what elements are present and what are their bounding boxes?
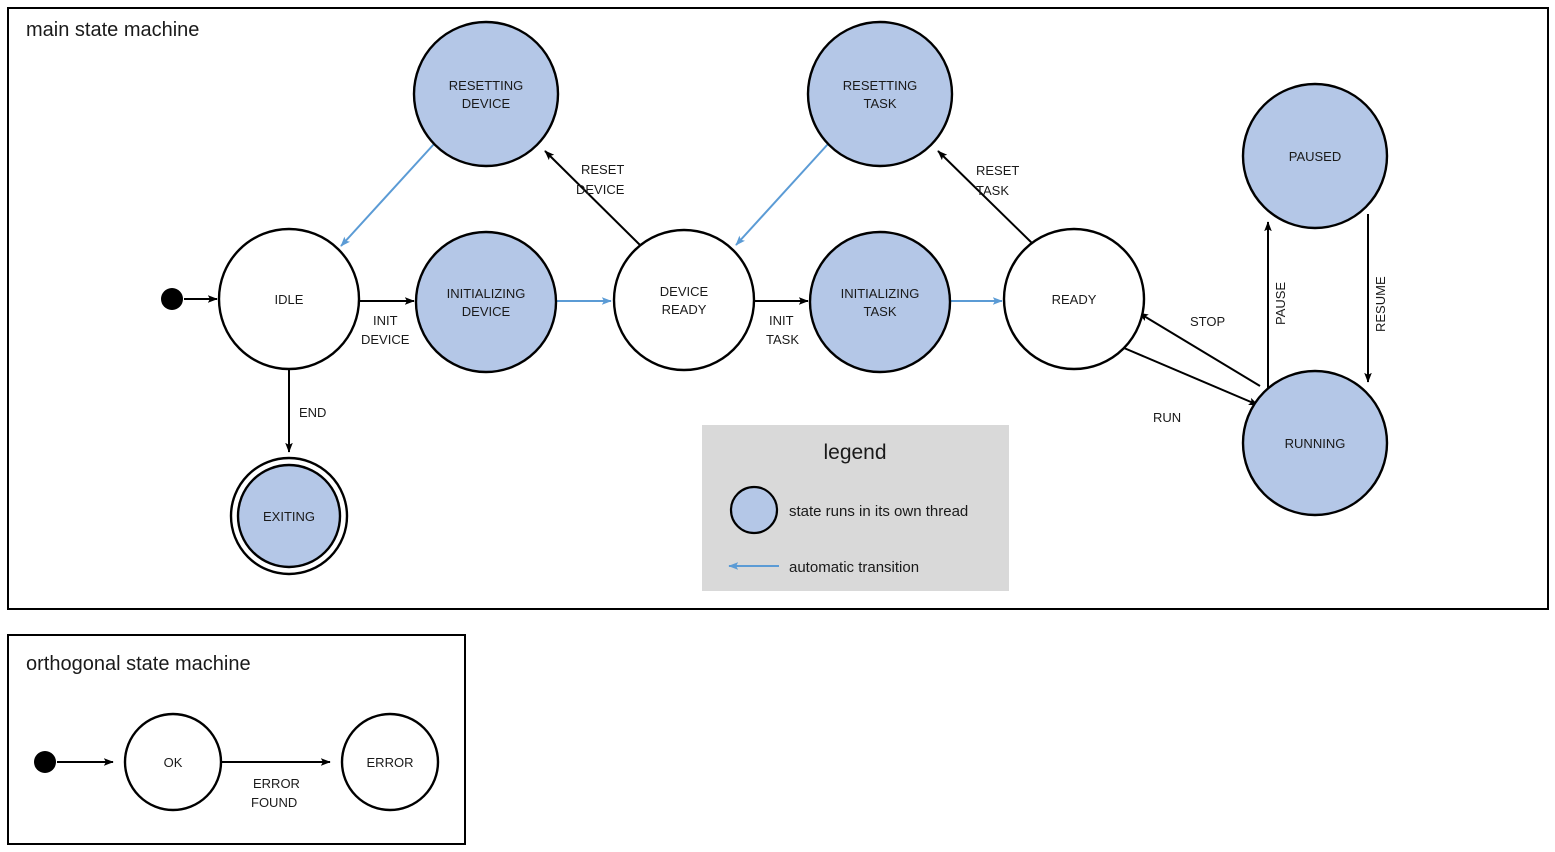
state-label-initializing-device-line2: DEVICE — [462, 304, 511, 319]
state-circle-error[interactable] — [340, 712, 440, 812]
legend-auto-transition-text: automatic transition — [789, 559, 919, 576]
state-label-resetting-device-line2: DEVICE — [462, 96, 511, 111]
state-node-initializing-task[interactable]: INITIALIZING TASK — [808, 230, 952, 374]
state-node-device-ready[interactable]: DEVICE READY — [612, 228, 756, 372]
edge-device-ready-to-resetting-device — [544, 150, 644, 249]
edge-label-init-task-line2: TASK — [766, 332, 799, 347]
state-circle-initializing-task[interactable] — [808, 230, 952, 374]
edge-ready-to-resetting-task — [937, 150, 1036, 247]
state-label-ready: READY — [1052, 292, 1097, 307]
edge-label-init-device-line1: INIT — [373, 313, 398, 328]
edge-label-resume: RESUME — [1373, 276, 1388, 332]
legend-thread-state-swatch-icon — [729, 485, 779, 535]
state-circle-device-ready[interactable] — [612, 228, 756, 372]
state-circle-idle[interactable] — [217, 227, 361, 371]
edge-label-reset-device-line2: DEVICE — [576, 182, 625, 197]
state-node-initializing-device[interactable]: INITIALIZING DEVICE — [414, 230, 558, 374]
edge-label-pause: PAUSE — [1273, 282, 1288, 325]
legend: legend state runs in its own thread auto… — [702, 425, 1009, 591]
edge-running-to-ready — [1138, 312, 1261, 387]
state-circle-ready[interactable] — [1002, 227, 1146, 371]
state-label-paused: PAUSED — [1289, 149, 1342, 164]
state-label-initializing-task-line1: INITIALIZING — [841, 286, 920, 301]
state-circle-running[interactable] — [1241, 369, 1389, 517]
edge-label-error-found-line1: ERROR — [253, 776, 300, 791]
edge-label-init-task-line1: INIT — [769, 313, 794, 328]
state-label-running: RUNNING — [1285, 436, 1346, 451]
state-label-error: ERROR — [367, 755, 414, 770]
state-label-device-ready-line2: READY — [662, 302, 707, 317]
state-label-initializing-device-line1: INITIALIZING — [447, 286, 526, 301]
orthogonal-initial-state-marker — [34, 751, 56, 773]
legend-title: legend — [823, 441, 886, 464]
state-node-resetting-device[interactable]: RESETTING DEVICE — [412, 20, 560, 168]
edge-label-reset-task-line2: TASK — [976, 183, 1009, 198]
edge-label-stop: STOP — [1190, 314, 1225, 329]
state-node-resetting-task[interactable]: RESETTING TASK — [806, 20, 954, 168]
state-node-ready[interactable]: READY — [1002, 227, 1146, 371]
state-label-resetting-task-line2: TASK — [864, 96, 897, 111]
state-label-ok: OK — [164, 755, 183, 770]
edge-label-reset-task-line1: RESET — [976, 163, 1019, 178]
edge-label-end: END — [299, 405, 326, 420]
state-label-device-ready-line1: DEVICE — [660, 284, 709, 299]
state-node-error[interactable]: ERROR — [340, 712, 440, 812]
edge-label-reset-device-line1: RESET — [581, 162, 624, 177]
state-label-resetting-device-line1: RESETTING — [449, 78, 523, 93]
initial-state-marker — [161, 288, 183, 310]
state-node-ok[interactable]: OK — [123, 712, 223, 812]
edge-label-run: RUN — [1153, 410, 1181, 425]
state-node-running[interactable]: RUNNING — [1241, 369, 1389, 517]
edge-label-init-device-line2: DEVICE — [361, 332, 410, 347]
edge-resetting-device-to-idle — [340, 143, 435, 247]
state-circle-initializing-device[interactable] — [414, 230, 558, 374]
state-node-paused[interactable]: PAUSED — [1241, 82, 1389, 230]
state-node-idle[interactable]: IDLE — [217, 227, 361, 371]
state-node-exiting[interactable]: EXITING — [229, 456, 349, 576]
orthogonal-state-machine-title: orthogonal state machine — [26, 653, 251, 675]
state-circle-exiting[interactable] — [236, 463, 342, 569]
state-circle-resetting-task[interactable] — [806, 20, 954, 168]
state-circle-ok[interactable] — [123, 712, 223, 812]
state-label-resetting-task-line1: RESETTING — [843, 78, 917, 93]
state-circle-resetting-device[interactable] — [412, 20, 560, 168]
state-label-exiting: EXITING — [263, 509, 315, 524]
state-label-idle: IDLE — [275, 292, 304, 307]
main-state-machine-title: main state machine — [26, 19, 199, 41]
state-circle-paused[interactable] — [1241, 82, 1389, 230]
edge-ready-to-running — [1123, 347, 1259, 406]
legend-thread-state-text: state runs in its own thread — [789, 503, 968, 520]
state-label-initializing-task-line2: TASK — [864, 304, 897, 319]
edge-label-error-found-line2: FOUND — [251, 795, 297, 810]
edge-resetting-task-to-device-ready — [735, 143, 829, 246]
